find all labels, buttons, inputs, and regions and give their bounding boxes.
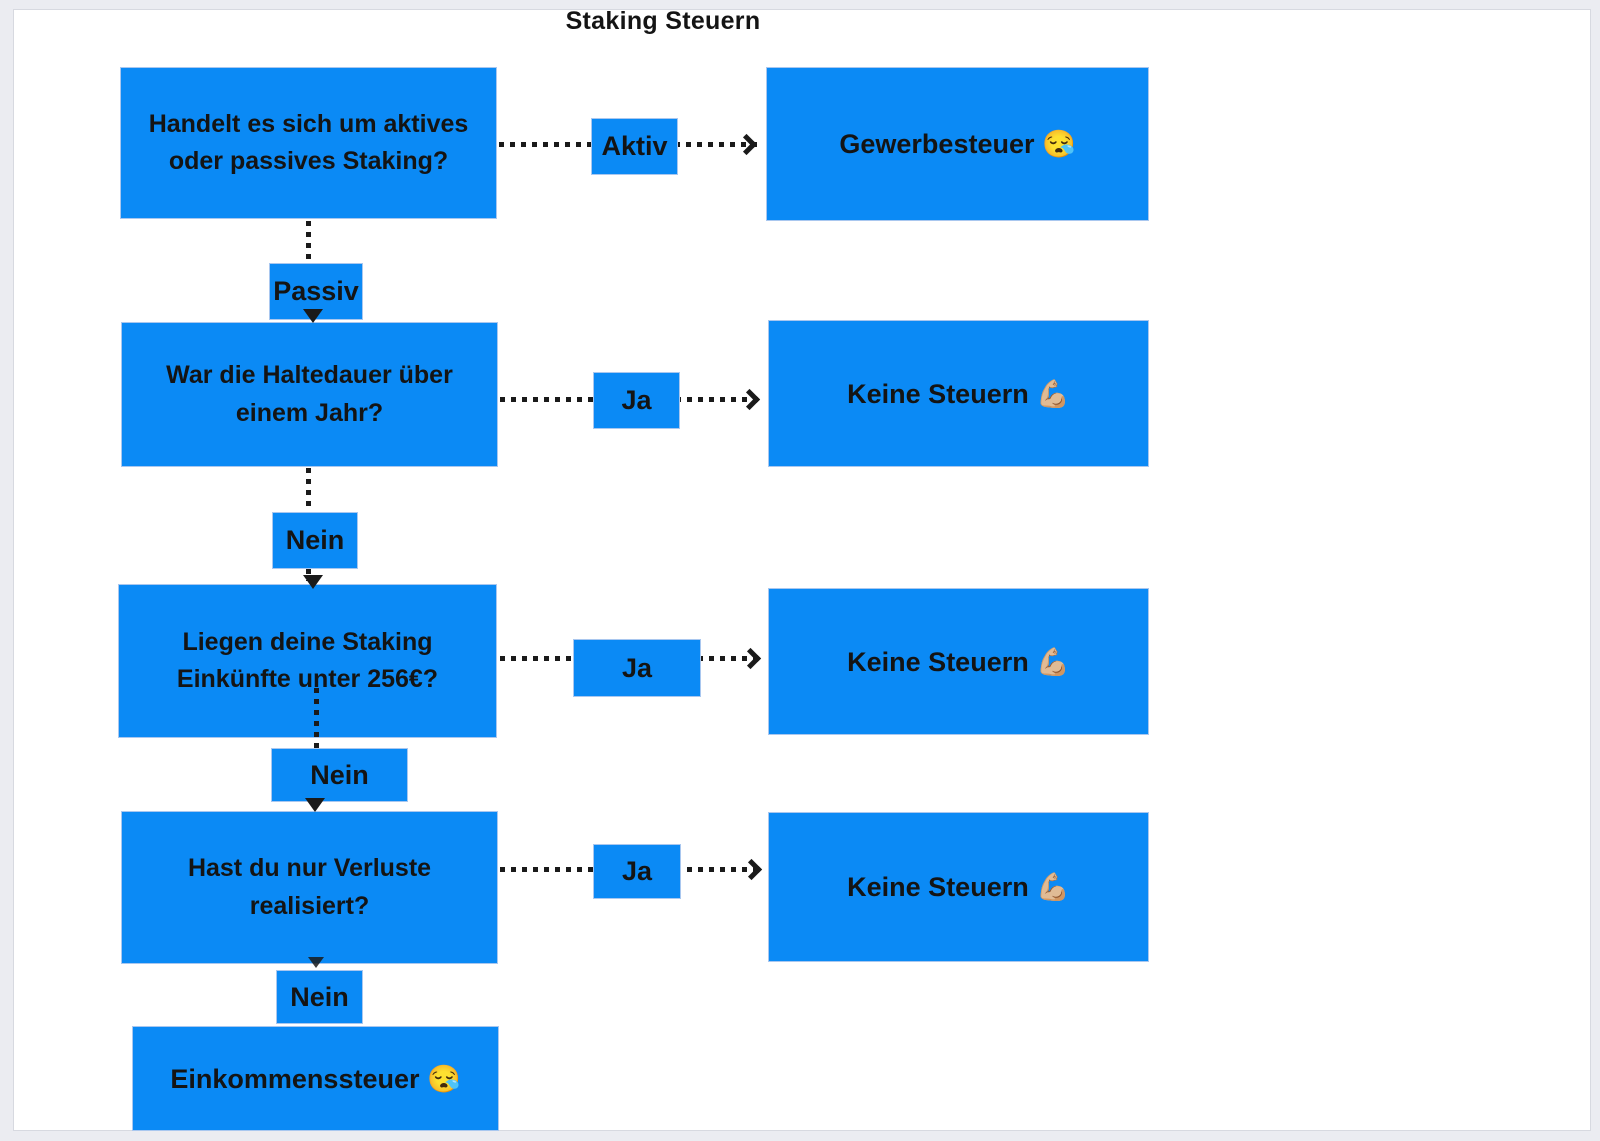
edge-label-nein-3: Nein	[276, 970, 363, 1024]
node-question-income-under-256: Liegen deine Staking Einkünfte unter 256…	[118, 584, 497, 738]
edge-line-q2-q3	[306, 468, 311, 514]
arrow-down-icon	[303, 309, 323, 323]
edge-line-q3-q4	[314, 688, 319, 750]
edge-label-passiv: Passiv	[269, 263, 363, 320]
edge-label-nein-2: Nein	[271, 748, 408, 802]
edge-label-ja-3: Ja	[593, 844, 681, 899]
node-result-keine-steuern-3: Keine Steuern 💪🏼	[768, 812, 1149, 962]
edge-label-ja-1: Ja	[593, 372, 680, 429]
node-question-holding-period: War die Haltedauer über einem Jahr?	[121, 322, 498, 467]
diagram-title: Staking Steuern	[565, 7, 761, 35]
arrow-down-icon	[303, 575, 323, 589]
node-question-staking-type: Handelt es sich um aktives oder passives…	[120, 67, 497, 219]
node-result-gewerbesteuer: Gewerbesteuer 😪	[766, 67, 1149, 221]
node-result-einkommenssteuer: Einkommenssteuer 😪	[132, 1026, 499, 1131]
arrow-down-icon	[305, 798, 325, 812]
arrow-down-icon	[308, 957, 324, 968]
node-result-keine-steuern-1: Keine Steuern 💪🏼	[768, 320, 1149, 467]
edge-label-aktiv: Aktiv	[591, 118, 678, 175]
node-result-keine-steuern-2: Keine Steuern 💪🏼	[768, 588, 1149, 735]
edge-label-ja-2: Ja	[573, 639, 701, 697]
edge-label-nein-1: Nein	[272, 512, 358, 569]
edge-line-q1-q2	[306, 221, 311, 265]
node-question-only-losses: Hast du nur Verluste realisiert?	[121, 811, 498, 964]
